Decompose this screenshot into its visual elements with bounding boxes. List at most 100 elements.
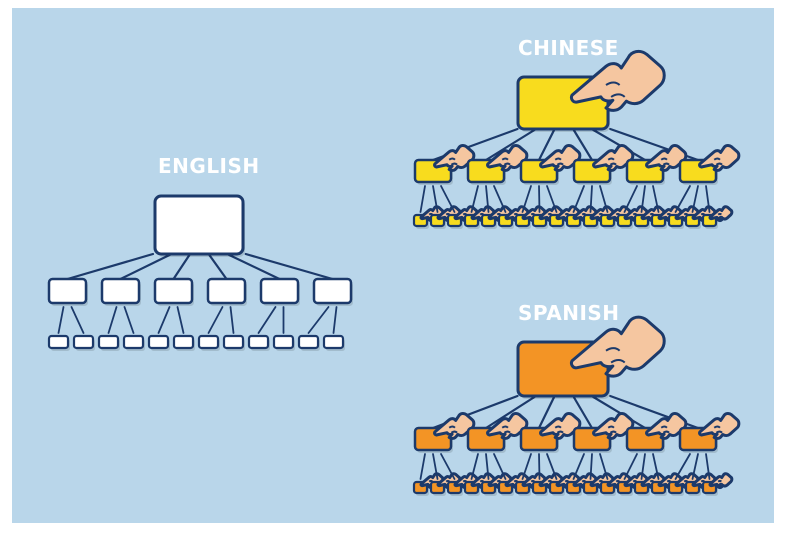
leaf-node-box bbox=[197, 334, 220, 350]
child-node-box bbox=[312, 277, 353, 305]
pointing-hand-icon bbox=[592, 143, 635, 172]
leaf-node-box bbox=[297, 334, 320, 350]
root-connector-line bbox=[172, 252, 192, 281]
leaf-connector-line bbox=[589, 453, 593, 480]
leaf-node-box bbox=[72, 334, 95, 350]
child-node-box bbox=[206, 277, 247, 305]
pointing-hand-icon bbox=[486, 143, 529, 172]
leaf-connector-line bbox=[307, 306, 330, 334]
leaf-connector-line bbox=[546, 185, 558, 213]
root-node-box bbox=[153, 194, 245, 256]
root-connector-line bbox=[537, 394, 556, 430]
leaf-connector-line bbox=[623, 185, 638, 213]
leaf-connector-line bbox=[493, 453, 507, 480]
root-connector-line bbox=[572, 394, 594, 430]
pointing-hand-icon bbox=[569, 315, 666, 378]
pointing-hand-icon bbox=[708, 472, 734, 490]
leaf-connector-line bbox=[485, 453, 490, 480]
hand-knuckles bbox=[554, 425, 564, 434]
hand-knuckles bbox=[713, 157, 723, 166]
english-hierarchy bbox=[47, 194, 353, 351]
leaf-connector-line bbox=[440, 185, 456, 213]
leaf-node-box bbox=[47, 334, 70, 350]
hand-shape bbox=[569, 315, 666, 378]
root-connector-line bbox=[226, 252, 281, 281]
pointing-hand-icon bbox=[569, 49, 666, 112]
leaf-connector-line bbox=[57, 306, 65, 334]
root-connector-line bbox=[244, 252, 334, 281]
root-connector-line bbox=[572, 127, 594, 162]
leaf-node-box bbox=[122, 334, 145, 350]
pointing-hand-icon bbox=[592, 411, 635, 440]
spanish-title: SPANISH bbox=[518, 301, 620, 325]
pointing-hand-icon bbox=[698, 411, 741, 440]
pointing-hand-icon bbox=[539, 411, 582, 440]
root-connector-line bbox=[119, 252, 173, 281]
leaf-connector-line bbox=[674, 453, 691, 480]
pointing-hand-icon bbox=[433, 143, 476, 172]
child-node-box bbox=[259, 277, 300, 305]
leaf-connector-line bbox=[572, 185, 585, 213]
hand-knuckles bbox=[605, 81, 626, 98]
leaf-connector-line bbox=[207, 306, 224, 334]
leaf-connector-line bbox=[705, 185, 711, 213]
leaf-connector-line bbox=[70, 306, 85, 334]
leaf-connector-line bbox=[419, 453, 426, 480]
leaf-connector-line bbox=[521, 453, 532, 480]
pointing-hand-icon bbox=[645, 411, 688, 440]
leaf-connector-line bbox=[123, 306, 135, 334]
pointing-hand-icon bbox=[539, 143, 582, 172]
hand-knuckles bbox=[554, 157, 564, 166]
leaf-connector-line bbox=[257, 306, 277, 334]
pointing-hand-icon bbox=[645, 143, 688, 172]
hand-knuckles bbox=[448, 157, 458, 166]
leaf-connector-line bbox=[107, 306, 118, 334]
leaf-connector-line bbox=[705, 453, 711, 480]
leaf-connector-line bbox=[229, 306, 235, 334]
root-connector-line bbox=[590, 127, 647, 162]
leaf-connector-line bbox=[470, 185, 479, 213]
leaf-connector-line bbox=[572, 453, 585, 480]
child-node-box bbox=[153, 277, 194, 305]
leaf-connector-line bbox=[332, 306, 338, 334]
leaf-connector-line bbox=[485, 185, 490, 213]
leaf-connector-line bbox=[640, 453, 646, 480]
leaf-connector-line bbox=[538, 185, 541, 213]
root-connector-line bbox=[537, 127, 556, 162]
leaf-connector-line bbox=[623, 453, 638, 480]
leaf-node-box bbox=[147, 334, 170, 350]
hand-knuckles bbox=[605, 347, 626, 364]
leaf-connector-line bbox=[440, 453, 456, 480]
leaf-connector-line bbox=[674, 185, 691, 213]
leaf-connector-line bbox=[157, 306, 171, 334]
pointing-hand-icon bbox=[708, 205, 734, 223]
root-connector-line bbox=[207, 252, 228, 281]
hand-knuckles bbox=[448, 425, 458, 434]
child-node-box bbox=[100, 277, 141, 305]
root-connector-line bbox=[590, 394, 647, 430]
leaf-node-box bbox=[272, 334, 295, 350]
hand-knuckles bbox=[501, 425, 511, 434]
hand-knuckles bbox=[501, 157, 511, 166]
root-connector-line bbox=[484, 394, 538, 430]
pointing-hand-icon bbox=[433, 411, 476, 440]
leaf-node-box bbox=[247, 334, 270, 350]
english-title: ENGLISH bbox=[158, 154, 260, 178]
leaf-connector-line bbox=[176, 306, 185, 334]
hand-knuckles bbox=[607, 425, 617, 434]
hand-knuckles bbox=[660, 425, 670, 434]
leaf-connector-line bbox=[652, 185, 660, 213]
leaf-connector-line bbox=[691, 453, 699, 480]
root-connector-line bbox=[484, 127, 538, 162]
hand-knuckles bbox=[717, 480, 724, 486]
leaf-node-box bbox=[222, 334, 245, 350]
hand-knuckles bbox=[713, 425, 723, 434]
leaf-connector-line bbox=[599, 453, 609, 480]
leaf-connector-line bbox=[546, 453, 558, 480]
pointing-hand-icon bbox=[698, 143, 741, 172]
hand-shape bbox=[569, 49, 666, 112]
leaf-node-box bbox=[172, 334, 195, 350]
root-connector-line bbox=[66, 252, 155, 281]
